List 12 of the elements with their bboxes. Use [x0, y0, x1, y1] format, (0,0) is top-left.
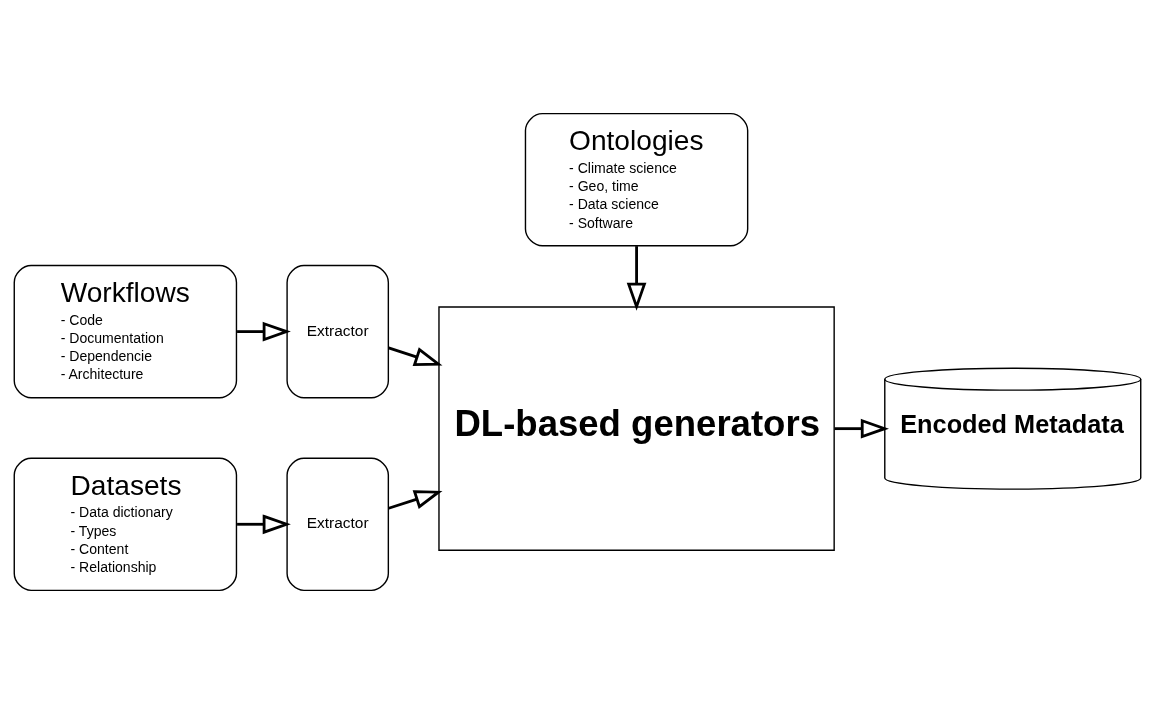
arrow: [237, 514, 291, 535]
node-box: Datasets - Data dictionary - Types - Content - Relationship: [13, 457, 238, 592]
arrow: [388, 490, 443, 510]
arrow: [626, 246, 647, 311]
node-box: DL-based generators: [438, 306, 835, 551]
arrow: [834, 418, 889, 439]
arrow: [388, 346, 443, 367]
node-box: Extractor: [286, 457, 390, 592]
node-box: Workflows - Code - Documentation - Dependencie - Architecture: [13, 264, 238, 399]
node-box: Extractor: [286, 264, 390, 399]
node-box: Ontologies - Climate science - Geo, time - Data science - Software: [524, 112, 749, 247]
arrow: [237, 321, 291, 342]
